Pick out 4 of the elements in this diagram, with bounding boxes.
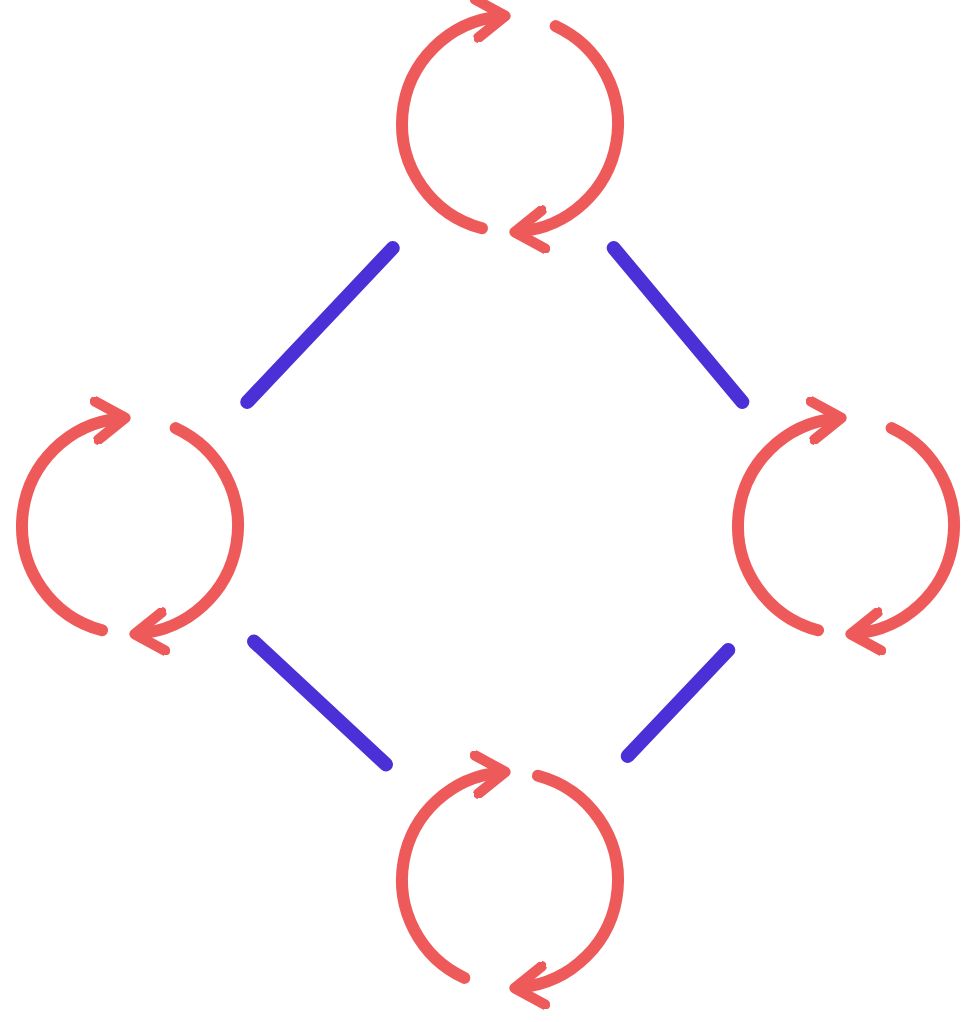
connector-line: [247, 634, 393, 772]
connector-line: [240, 241, 400, 409]
connector-line: [620, 643, 736, 763]
connector-line: [606, 241, 750, 409]
